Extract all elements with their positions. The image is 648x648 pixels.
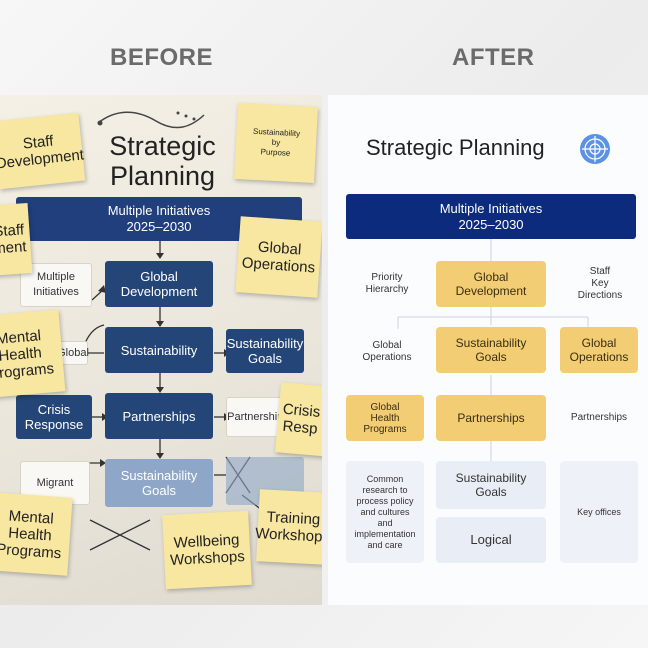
after-connectors — [397, 239, 589, 461]
arrow-head-migrant — [100, 459, 106, 467]
after-heading: AFTER — [452, 44, 535, 71]
sticky-staff-cut: Staff ment — [0, 202, 33, 278]
box-staff-directions: Staff Key Directions — [577, 266, 623, 301]
box-global-development: Global Development — [105, 261, 213, 307]
before-title: Strategic Planning — [109, 131, 216, 191]
box-global-health-programs: Global Health Programs — [346, 395, 424, 441]
box-priority-hierarchy: Priority Hierarchy — [365, 272, 409, 295]
sticky-training-workshops: Training Workshops — [255, 489, 322, 565]
box-process-note: Common research to process policy and cu… — [346, 461, 424, 563]
box-global: Global — [57, 341, 89, 365]
sticky-mental-health-top: Mental Health Programs — [0, 309, 66, 399]
before-panel: Strategic Planning Multiple Initiatives … — [0, 95, 322, 605]
box-crisis-response: Crisis Response — [16, 395, 92, 439]
after-panel: Strategic Planning Multiple Initiatives … — [328, 95, 648, 605]
box-partnerships-right: Partnerships — [570, 412, 628, 423]
box-sustainability-goals-lower: Sustainability Goals — [105, 459, 213, 507]
box-sustainability-goals: Sustainability Goals — [436, 327, 546, 373]
box-global-operations-left: Global Operations — [362, 340, 412, 363]
arrow-head-partnerships — [156, 387, 164, 393]
box-sustainability: Sustainability — [105, 327, 213, 373]
sticky-wellbeing-workshops: Wellbeing Workshops — [162, 510, 252, 590]
before-arrow-heads — [98, 253, 230, 467]
un-globe-icon — [580, 134, 610, 164]
box-sustainability-goals-lower: Sustainability Goals — [436, 461, 546, 509]
swirl-decoration-icon — [97, 111, 205, 129]
arrow-head-sustainability-goals — [156, 453, 164, 459]
box-global-development: Global Development — [436, 261, 546, 307]
sticky-mental-health-bottom: Mental Health Programs — [0, 492, 73, 576]
sticky-sustainability-by-purpose: Sustainability by Purpose — [234, 102, 318, 184]
box-partnerships-center: Partnerships — [436, 395, 546, 441]
cross-line-bottom-b — [89, 519, 151, 551]
box-partnerships: Partnerships — [105, 393, 213, 439]
box-logical: Logical — [436, 517, 546, 563]
after-banner: Multiple Initiatives 2025–2030 — [346, 194, 636, 239]
before-heading: BEFORE — [110, 44, 214, 71]
sticky-staff-development: Staff Development — [0, 112, 86, 190]
box-sustainability-goals: Sustainability Goals — [226, 329, 304, 373]
arrow-head-multiple-initiatives — [98, 285, 106, 293]
box-key-offices: Key offices — [560, 461, 638, 563]
sticky-crisis-response-cut: Crisis Resp — [275, 382, 322, 458]
after-title: Strategic Planning — [366, 135, 545, 160]
box-global-operations-right: Global Operations — [560, 327, 638, 373]
sticky-global-operations: Global Operations — [235, 216, 322, 298]
arrow-head-global-development — [156, 253, 164, 259]
arrow-head-sustainability — [156, 321, 164, 327]
